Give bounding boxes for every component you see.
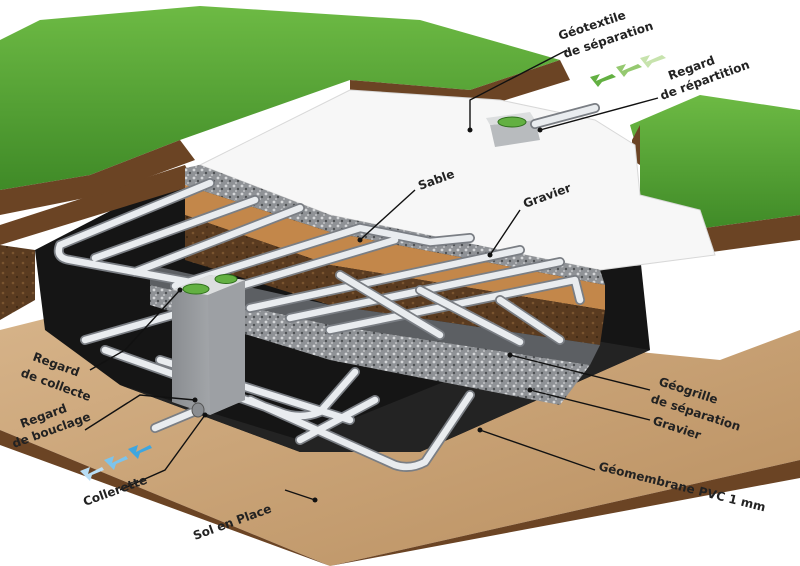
regard-collecte-chamber — [172, 274, 245, 418]
regard-repartition-box — [486, 103, 600, 147]
outflow-arrows-icon — [80, 445, 152, 481]
leader-lines — [84, 49, 659, 503]
grass-terrain — [0, 6, 800, 255]
inflow-arrows-icon — [590, 55, 666, 87]
collerette-ring — [191, 402, 205, 418]
drainage-pipe-network — [53, 178, 585, 472]
